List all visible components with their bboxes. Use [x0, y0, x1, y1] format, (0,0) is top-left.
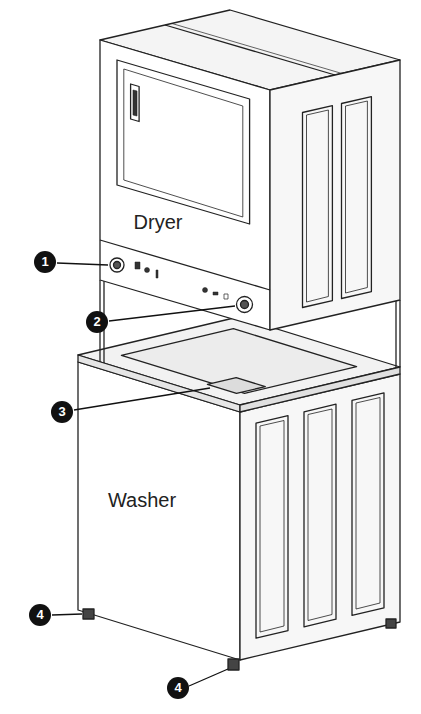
frame-post — [395, 301, 396, 368]
side-panel — [352, 393, 384, 616]
dryer-front — [100, 40, 270, 330]
dryer-side — [270, 60, 400, 330]
side-panel — [308, 409, 332, 621]
leader-line — [189, 669, 228, 686]
callout-number: 4 — [167, 677, 189, 699]
dryer-door — [117, 60, 250, 224]
detergent-dispenser — [207, 378, 265, 394]
callout-number: 2 — [86, 311, 108, 333]
panel-icon — [156, 270, 158, 278]
panel-icon — [145, 268, 150, 273]
panel-icon — [135, 262, 140, 269]
callout-circle — [34, 251, 56, 273]
leader-line — [57, 263, 108, 265]
leveling-foot — [228, 659, 239, 670]
leader-line — [109, 306, 235, 321]
washer-lid — [121, 329, 356, 394]
washer-top — [78, 317, 400, 405]
side-panel — [342, 97, 372, 299]
frame-post — [399, 300, 400, 367]
washer-unit — [78, 280, 400, 670]
panel-icon — [203, 288, 208, 293]
callout-number: 4 — [29, 604, 51, 626]
side-panel — [260, 421, 284, 633]
side-panel — [256, 416, 288, 639]
panel-icon — [213, 292, 218, 295]
dryer-door-inner — [124, 69, 243, 217]
callout-circle — [86, 311, 108, 333]
door-handle — [133, 90, 137, 116]
callout-number: 1 — [34, 251, 56, 273]
side-panel — [346, 101, 368, 293]
door-handle — [131, 84, 140, 122]
side-panel — [356, 398, 380, 610]
callout-markers — [29, 251, 189, 699]
side-panel — [303, 106, 333, 308]
control-panel-edge — [100, 240, 270, 290]
callout-circle — [51, 401, 73, 423]
control-knob — [114, 262, 121, 269]
top-seam — [172, 24, 342, 74]
side-panel — [304, 404, 336, 627]
leveling-foot — [386, 619, 396, 628]
leveling-foot — [83, 609, 94, 619]
control-knob — [110, 258, 124, 272]
dryer-unit — [100, 10, 400, 330]
unit-label: Washer — [108, 489, 176, 512]
callout-number: 3 — [51, 401, 73, 423]
unit-label: Dryer — [134, 211, 183, 234]
leader-lines — [52, 263, 235, 686]
callout-circle — [29, 604, 51, 626]
washer-front — [78, 362, 240, 660]
callout-circle — [167, 677, 189, 699]
control-knob — [237, 297, 253, 313]
side-panel — [307, 110, 329, 302]
leader-line — [74, 388, 210, 410]
leader-line — [52, 614, 82, 615]
washer-side — [240, 374, 400, 660]
control-knob — [241, 301, 249, 309]
panel-icon — [224, 294, 228, 299]
